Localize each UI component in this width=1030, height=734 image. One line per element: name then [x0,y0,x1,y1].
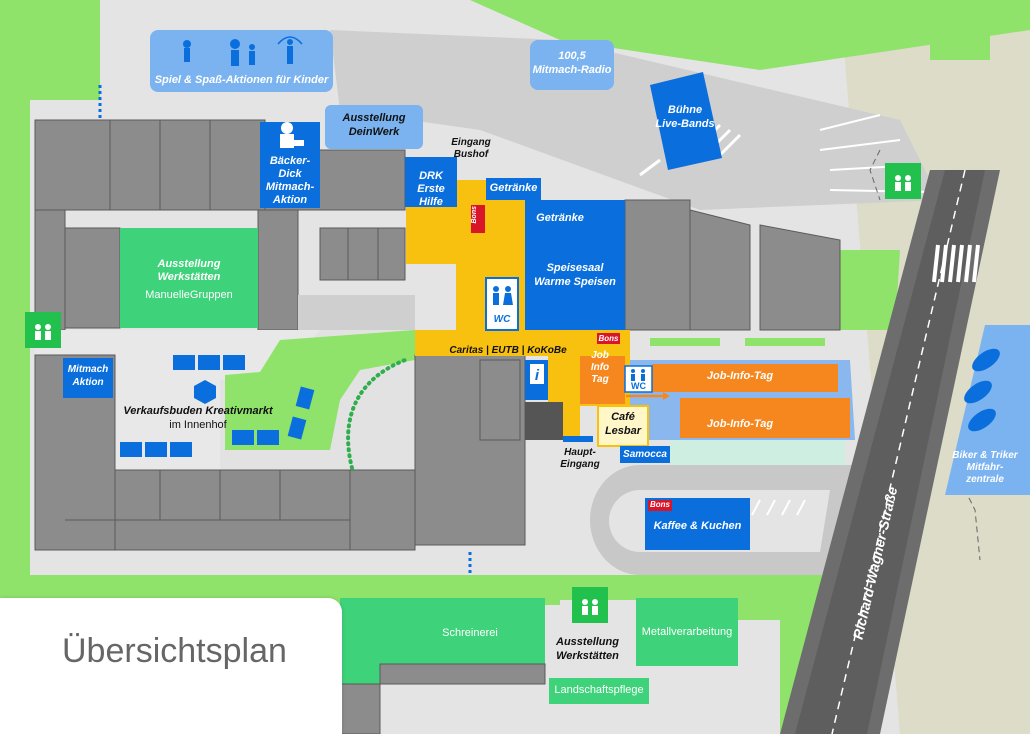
jobinfotag-row-2 [680,398,850,438]
buehne-stage [650,72,722,170]
radio-panel [530,40,614,90]
motorbike-icon [964,348,1000,432]
kinder-panel [150,30,333,92]
speisesaal [525,200,625,330]
assembly-point-icon [572,587,608,623]
wc-icon [631,369,645,381]
lawn-courtyard [225,330,415,450]
jobinfotag-row-1 [652,364,812,392]
building-east-1 [624,199,691,331]
parking-top [330,30,940,210]
werkstaetten-box [120,228,258,328]
info-terminal [525,402,563,440]
lawn-top-left [0,0,100,100]
caritas-corridor [415,330,630,356]
landschaftspflege-box [549,678,649,704]
cafe-lesbar [597,405,649,447]
children-play-icon [183,36,303,66]
title-panel: Übersichtsplan [0,598,342,734]
building-north-west [34,119,266,211]
lawn-top [470,0,1030,70]
metallverarbeitung-building [636,598,738,666]
market-stalls [120,355,315,457]
deinwerk-panel [325,105,423,149]
chef-icon [280,122,304,148]
samocca-box [620,446,670,463]
lawn-left-strip [0,100,30,620]
bons-tag-1 [471,205,485,233]
wc-box [485,277,519,331]
wc-box-2 [624,365,653,393]
jobinfo-box [580,356,625,404]
mitmach-box [63,358,113,398]
getraenke-top [486,178,541,200]
assembly-point-icon [25,312,61,348]
assembly-point-icon [885,163,921,199]
drk-box [405,157,457,207]
info-icon [530,364,544,384]
wc-icon [493,286,513,305]
bons-tag-2 [597,333,620,344]
page-title: Übersichtsplan [62,632,287,670]
bons-tag-3 [648,500,672,511]
